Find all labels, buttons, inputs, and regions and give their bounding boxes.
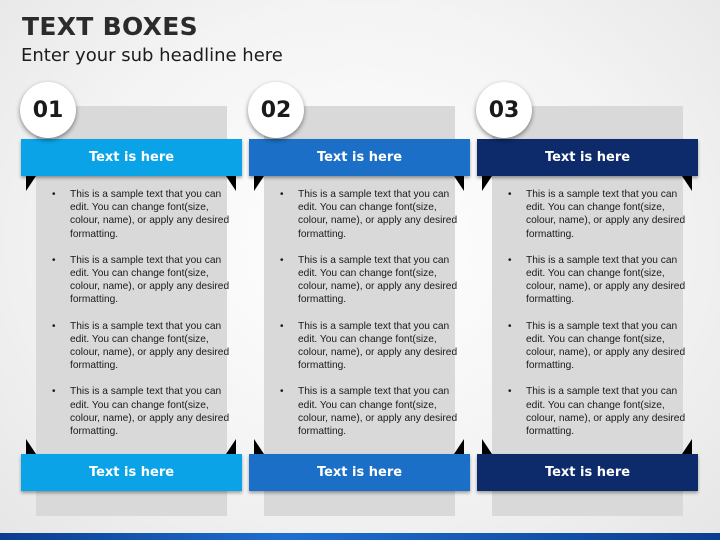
column-header-bar: Text is here — [21, 139, 242, 176]
fold-corner-shape — [26, 176, 36, 191]
text-box-column-3: 03 Text is here This is a sample text th… — [476, 0, 700, 540]
list-item: This is a sample text that you can edit.… — [50, 385, 236, 438]
fold-corner-shape — [482, 176, 492, 191]
column-header-bar: Text is here — [249, 139, 470, 176]
column-number-badge: 02 — [248, 82, 304, 138]
fold-corner-shape — [26, 439, 36, 454]
column-footer-bar: Text is here — [477, 454, 698, 491]
list-item: This is a sample text that you can edit.… — [50, 254, 236, 307]
text-box-column-2: 02 Text is here This is a sample text th… — [248, 0, 472, 540]
page-title: TEXT BOXES — [22, 12, 198, 41]
list-item: This is a sample text that you can edit.… — [278, 320, 464, 373]
list-item: This is a sample text that you can edit.… — [506, 385, 692, 438]
bullet-list: This is a sample text that you can edit.… — [50, 188, 236, 451]
fold-corner-shape — [226, 439, 236, 454]
fold-corner-shape — [682, 439, 692, 454]
column-number-badge: 01 — [20, 82, 76, 138]
list-item: This is a sample text that you can edit.… — [506, 254, 692, 307]
column-header-bar: Text is here — [477, 139, 698, 176]
fold-corner-shape — [254, 176, 264, 191]
bottom-accent-strip — [0, 533, 720, 540]
list-item: This is a sample text that you can edit.… — [278, 385, 464, 438]
list-item: This is a sample text that you can edit.… — [278, 254, 464, 307]
page-subtitle: Enter your sub headline here — [21, 45, 283, 66]
bullet-list: This is a sample text that you can edit.… — [506, 188, 692, 451]
fold-corner-shape — [454, 176, 464, 191]
fold-corner-shape — [682, 176, 692, 191]
list-item: This is a sample text that you can edit.… — [506, 320, 692, 373]
fold-corner-shape — [482, 439, 492, 454]
fold-corner-shape — [226, 176, 236, 191]
text-box-column-1: 01 Text is here This is a sample text th… — [20, 0, 244, 540]
list-item: This is a sample text that you can edit.… — [278, 188, 464, 241]
column-number-badge: 03 — [476, 82, 532, 138]
fold-corner-shape — [454, 439, 464, 454]
column-footer-bar: Text is here — [249, 454, 470, 491]
list-item: This is a sample text that you can edit.… — [50, 188, 236, 241]
bullet-list: This is a sample text that you can edit.… — [278, 188, 464, 451]
list-item: This is a sample text that you can edit.… — [506, 188, 692, 241]
fold-corner-shape — [254, 439, 264, 454]
column-footer-bar: Text is here — [21, 454, 242, 491]
list-item: This is a sample text that you can edit.… — [50, 320, 236, 373]
